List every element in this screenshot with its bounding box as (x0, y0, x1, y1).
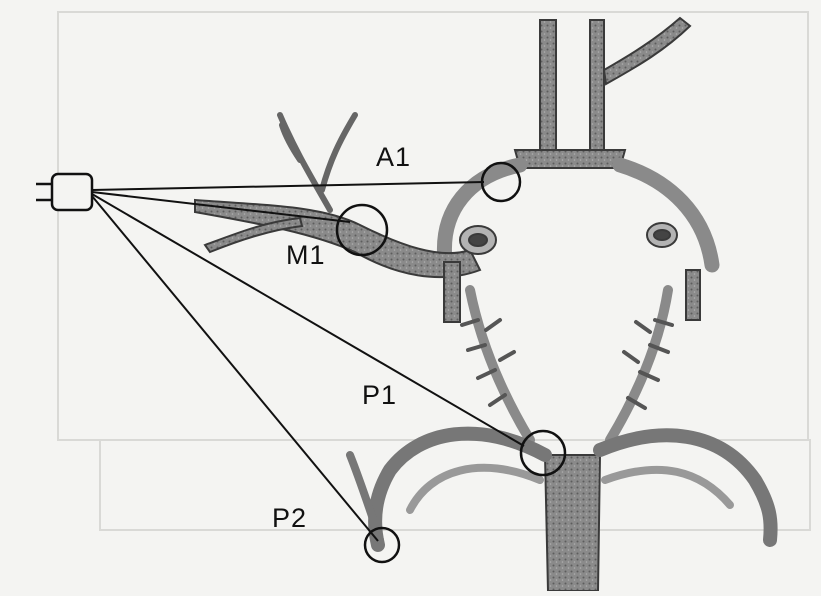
ultrasound-probe-icon (36, 174, 92, 210)
label-p2: P2 (272, 503, 307, 534)
label-a1: A1 (376, 142, 411, 173)
label-m1: M1 (286, 240, 326, 271)
posterior-cerebral-arteries (470, 290, 668, 440)
mca-upper-branches (280, 115, 355, 210)
label-p1: P1 (362, 380, 397, 411)
basilar-trunk (515, 18, 690, 168)
line-to-a1 (92, 182, 484, 190)
line-to-p2 (92, 196, 378, 541)
right-carotid-stub (647, 223, 700, 320)
lower-basilar-and-pca (545, 455, 600, 591)
